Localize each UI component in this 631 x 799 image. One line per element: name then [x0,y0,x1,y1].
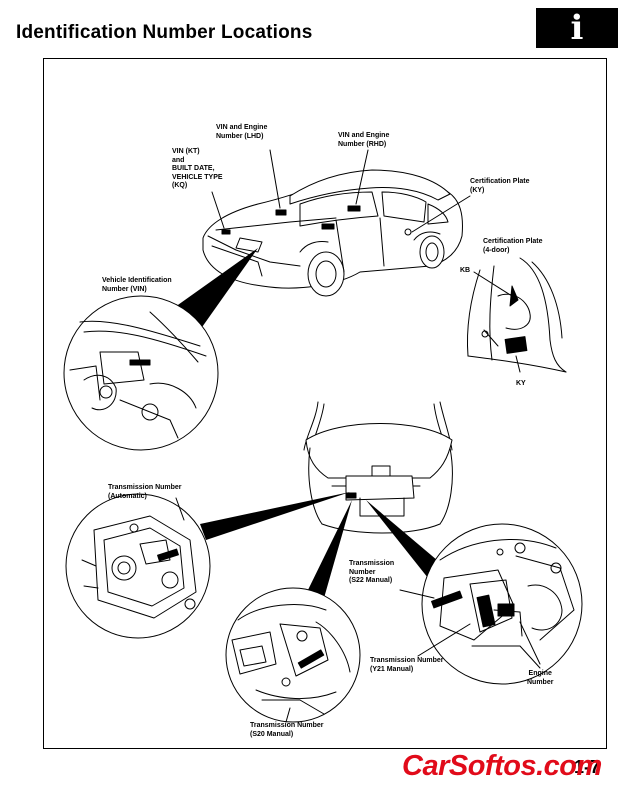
s22-trans-detail [399,523,583,685]
vin-detail-view [63,295,219,451]
s20-trans-pointer [306,500,352,598]
info-icon: i [570,8,584,48]
car-illustration [202,149,471,297]
label-cert-plate-ky: Certification Plate (KY) [470,178,530,194]
cert-plate-detail [467,257,567,373]
label-cert-plate-4door: Certification Plate (4-door) [483,238,543,254]
label-vin-engine-lhd: VIN and Engine Number (LHD) [216,124,268,140]
illustration-frame [43,58,607,749]
watermark: CarSoftos.com [402,750,602,782]
label-trans-s20: Transmission Number (S20 Manual) [250,722,324,738]
label-trans-s22: Transmission Number (S22 Manual) [349,560,395,584]
vin-pointer [168,248,258,330]
label-engine-number: Engine Number [527,670,554,686]
s20-trans-detail [225,587,361,723]
s22-trans-pointer [366,500,444,578]
label-vin-engine-rhd: VIN and Engine Number (RHD) [338,132,390,148]
info-section-badge: i [536,8,618,48]
label-trans-y21: Transmission Number (Y21 Manual) [370,657,444,673]
page-title: Identification Number Locations [16,22,313,43]
label-vin-kt: VIN (KT) and BUILT DATE, VEHICLE TYPE (K… [172,148,223,189]
auto-trans-detail [65,493,211,639]
label-vin: Vehicle Identification Number (VIN) [102,277,172,293]
label-trans-auto: Transmission Number (Automatic) [108,484,182,500]
engine-bay-view [303,401,453,534]
auto-trans-pointer [200,492,350,540]
label-kb: KB [460,267,471,274]
label-ky: KY [516,380,526,387]
page-number: 1-7 [574,757,601,777]
